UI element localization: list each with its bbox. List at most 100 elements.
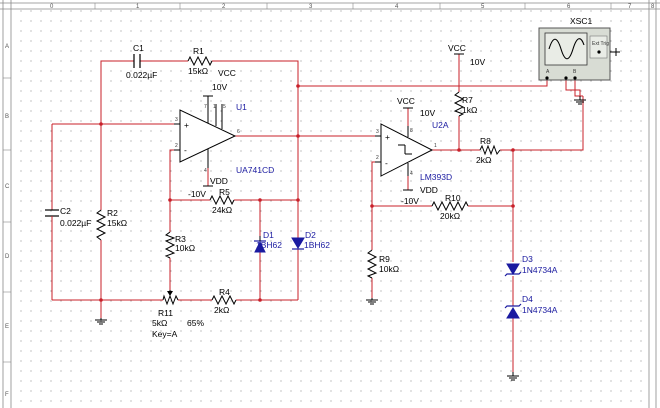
resistor-r2[interactable]: R2 15kΩ — [95, 208, 127, 241]
resistor-r9[interactable]: R9 10kΩ — [366, 249, 399, 279]
col-label: 3 — [309, 4, 313, 10]
component-ref: R7 — [462, 95, 473, 105]
zener-diode-d4[interactable]: D4 1N4734A — [504, 294, 558, 319]
oscilloscope-xsc1[interactable]: XSC1 Ext Trig A B — [538, 16, 620, 81]
sine-wave-icon — [548, 38, 585, 60]
pin-number: 2 — [376, 155, 379, 161]
capacitor-c2[interactable]: C2 0.022µF — [45, 206, 91, 228]
component-ref: U2A — [432, 120, 449, 130]
scope-channel-b-label: B — [573, 69, 577, 75]
pin-number: 3 — [175, 117, 178, 123]
scope-channel-a-terminal[interactable] — [545, 76, 549, 80]
component-value: 0.022µF — [60, 218, 91, 228]
scope-screen — [544, 32, 588, 66]
component-value: 5kΩ — [152, 318, 167, 328]
supply-label: VCC — [218, 68, 236, 78]
ground-symbol — [95, 318, 107, 325]
supply-label: VDD — [420, 185, 438, 195]
row-label: D — [5, 254, 10, 260]
scope-channel-a-label: A — [546, 69, 550, 75]
component-value: 1kΩ — [462, 105, 477, 115]
resistor-r5[interactable]: R5 24kΩ — [209, 187, 235, 215]
comparator-u2a[interactable]: + - 3 2 8 4 1 U2A LM393D — [375, 120, 452, 182]
diode-d1[interactable]: D1 1BH62 — [254, 230, 282, 253]
component-value: 15kΩ — [188, 66, 208, 76]
opamp-noninverting-sign: + — [184, 120, 189, 130]
pin-number: 8 — [410, 128, 413, 134]
supply-value: -10V — [188, 189, 206, 199]
opamp-noninverting-sign: + — [385, 132, 390, 142]
component-value: 10kΩ — [175, 243, 195, 253]
component-part: 1BH62 — [304, 240, 330, 250]
diode-d2[interactable]: D2 1BH62 — [291, 230, 330, 250]
scope-trigger-terminal[interactable] — [597, 50, 601, 54]
opamp-inverting-sign: - — [184, 145, 187, 155]
capacitor-c1[interactable]: C1 0.022µF — [126, 43, 157, 80]
component-value: 20kΩ — [440, 211, 460, 221]
junction-dots — [99, 84, 515, 302]
resistor-r1[interactable]: R1 15kΩ — [187, 46, 213, 76]
row-label: A — [5, 44, 9, 50]
component-ref: R4 — [219, 287, 230, 297]
component-ref: C1 — [133, 43, 144, 53]
resistor-r10[interactable]: R10 20kΩ — [431, 193, 469, 221]
component-value: 0.022µF — [126, 70, 157, 80]
row-label: B — [5, 114, 9, 120]
supply-value: 10V — [470, 57, 485, 67]
component-value: 2kΩ — [214, 305, 229, 315]
col-label: 0 — [50, 4, 54, 10]
component-value: 2kΩ — [476, 155, 491, 165]
resistor-r3[interactable]: R3 10kΩ — [164, 231, 195, 259]
component-value: 10kΩ — [379, 264, 399, 274]
supply-value: 10V — [212, 82, 227, 92]
row-label: E — [5, 324, 9, 330]
component-ref: R9 — [379, 254, 390, 264]
component-ref: R10 — [445, 193, 461, 203]
scope-ground-terminal[interactable] — [564, 76, 568, 80]
vcc-supply-top: VCC 10V — [448, 43, 485, 67]
col-label: 1 — [136, 4, 140, 10]
component-value: 15kΩ — [107, 218, 127, 228]
row-label: F — [5, 392, 9, 398]
pin-number: 7 — [204, 104, 207, 110]
pin-number: 6 — [237, 129, 240, 135]
resistor-r7[interactable]: R7 1kΩ — [453, 91, 477, 117]
vcc-supply-u2: VCC 10V — [397, 96, 435, 118]
ground-symbol — [574, 96, 586, 105]
resistor-r4[interactable]: R4 2kΩ — [211, 287, 237, 315]
component-part: 1N4734A — [522, 265, 558, 275]
scope-ext-trig-label: Ext Trig — [592, 41, 609, 47]
pot-percent: 65% — [187, 318, 204, 328]
col-label: 8 — [651, 4, 655, 10]
supply-label: VDD — [210, 176, 228, 186]
row-label: C — [5, 184, 10, 190]
pot-key: Key=A — [152, 329, 178, 339]
pin-number: 1 — [434, 143, 437, 149]
component-ref: R5 — [219, 187, 230, 197]
scope-channel-b-terminal[interactable] — [573, 76, 577, 80]
component-part: 1BH62 — [256, 240, 282, 250]
resistor-r8[interactable]: R8 2kΩ — [476, 136, 501, 165]
border-column-labels: 0 1 2 3 4 5 6 7 8 — [50, 4, 655, 10]
component-ref: D4 — [522, 294, 533, 304]
opamp-u1[interactable]: + - 3 2 7 1 5 4 6 U1 UA741CD — [174, 96, 274, 175]
zener-diode-d3[interactable]: D3 1N4734A — [504, 254, 558, 277]
component-ref: R1 — [193, 46, 204, 56]
component-part: UA741CD — [236, 165, 274, 175]
potentiometer-r11[interactable]: R11 5kΩ 65% Key=A — [152, 290, 204, 339]
component-ref: D1 — [263, 230, 274, 240]
pin-number: 3 — [376, 129, 379, 135]
supply-value: 10V — [420, 108, 435, 118]
component-ref: R11 — [158, 308, 173, 318]
border-row-labels: A B C D E F — [5, 44, 10, 398]
supply-label: VCC — [448, 43, 466, 53]
col-label: 5 — [481, 4, 485, 10]
ground-symbol — [507, 372, 519, 381]
wires[interactable] — [51, 54, 584, 372]
vdd-supply-u2: VDD -10V — [401, 185, 438, 206]
pin-number: 4 — [410, 171, 413, 177]
supply-value: -10V — [401, 196, 419, 206]
vcc-supply-u1: VCC 10V — [203, 68, 236, 97]
pin-number: 5 — [223, 104, 226, 110]
